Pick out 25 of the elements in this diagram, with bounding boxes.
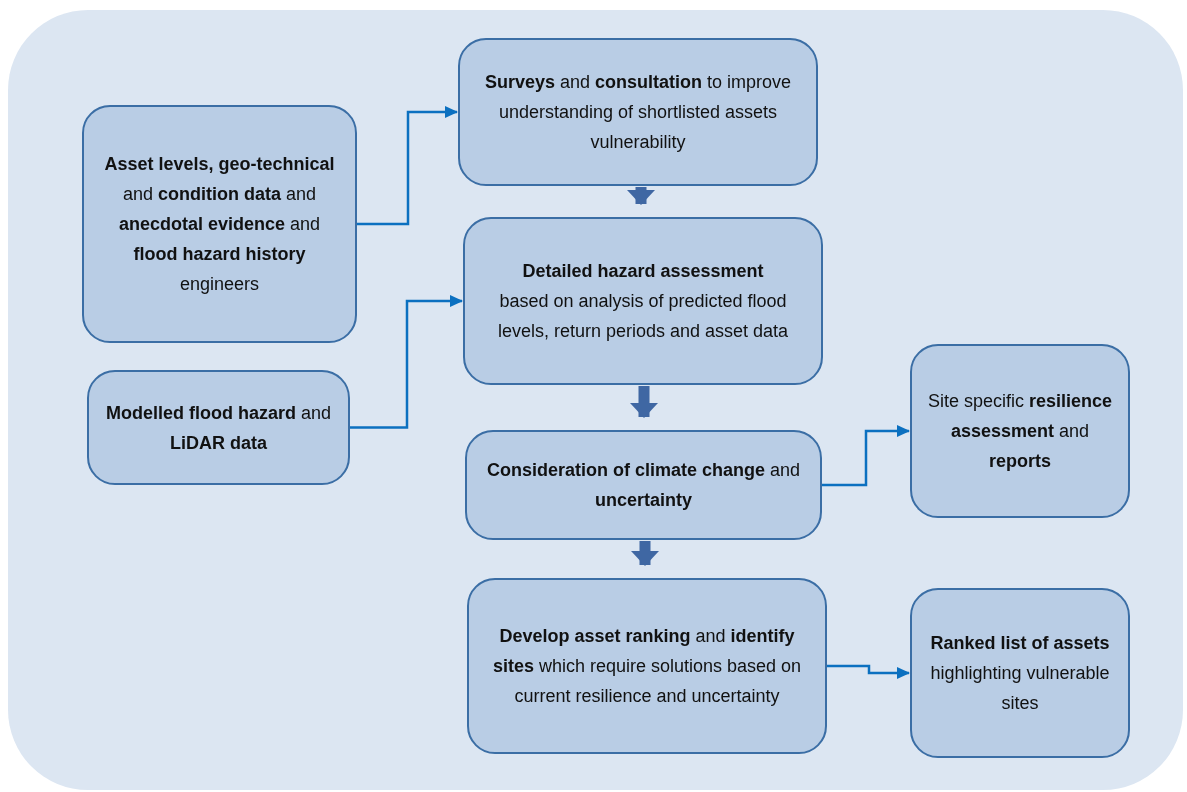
block-arrow (631, 541, 659, 566)
block-arrow (627, 187, 655, 205)
connector-arrow (822, 425, 910, 487)
connector-arrow (827, 664, 910, 679)
process-box (910, 344, 1130, 518)
process-box (910, 588, 1130, 758)
process-box (87, 370, 350, 485)
box-text: Site specific resilience assessment and reports (926, 390, 1114, 473)
box-text: Detailed hazard assessment (522, 260, 764, 283)
box-text: Ranked list of assets highlighting vulnerable sites (929, 632, 1111, 715)
process-box (467, 578, 827, 754)
block-arrow (630, 386, 658, 418)
process-box (465, 430, 822, 540)
box-text: Modelled flood hazard and LiDAR data (104, 401, 333, 455)
process-box (463, 217, 823, 385)
connector-arrow (357, 106, 458, 226)
box-text: Surveys and consultation to improve understanding of shortlisted assets vulnerability (483, 71, 793, 154)
connector-arrow (350, 295, 463, 429)
process-box (82, 105, 357, 343)
process-box (458, 38, 818, 186)
box-text: Consideration of climate change and uncertainty (485, 459, 802, 512)
box-description: based on analysis of predicted flood levels, return periods and asset data (496, 290, 790, 343)
box-text: Develop asset ranking and identify sites which require solutions based on current resilience and uncertainty (491, 625, 803, 708)
panel-background (8, 10, 1183, 790)
box-text: Asset levels, geo-technical and condition data and anecdotal evidence and flood hazard history engineers (103, 153, 336, 296)
